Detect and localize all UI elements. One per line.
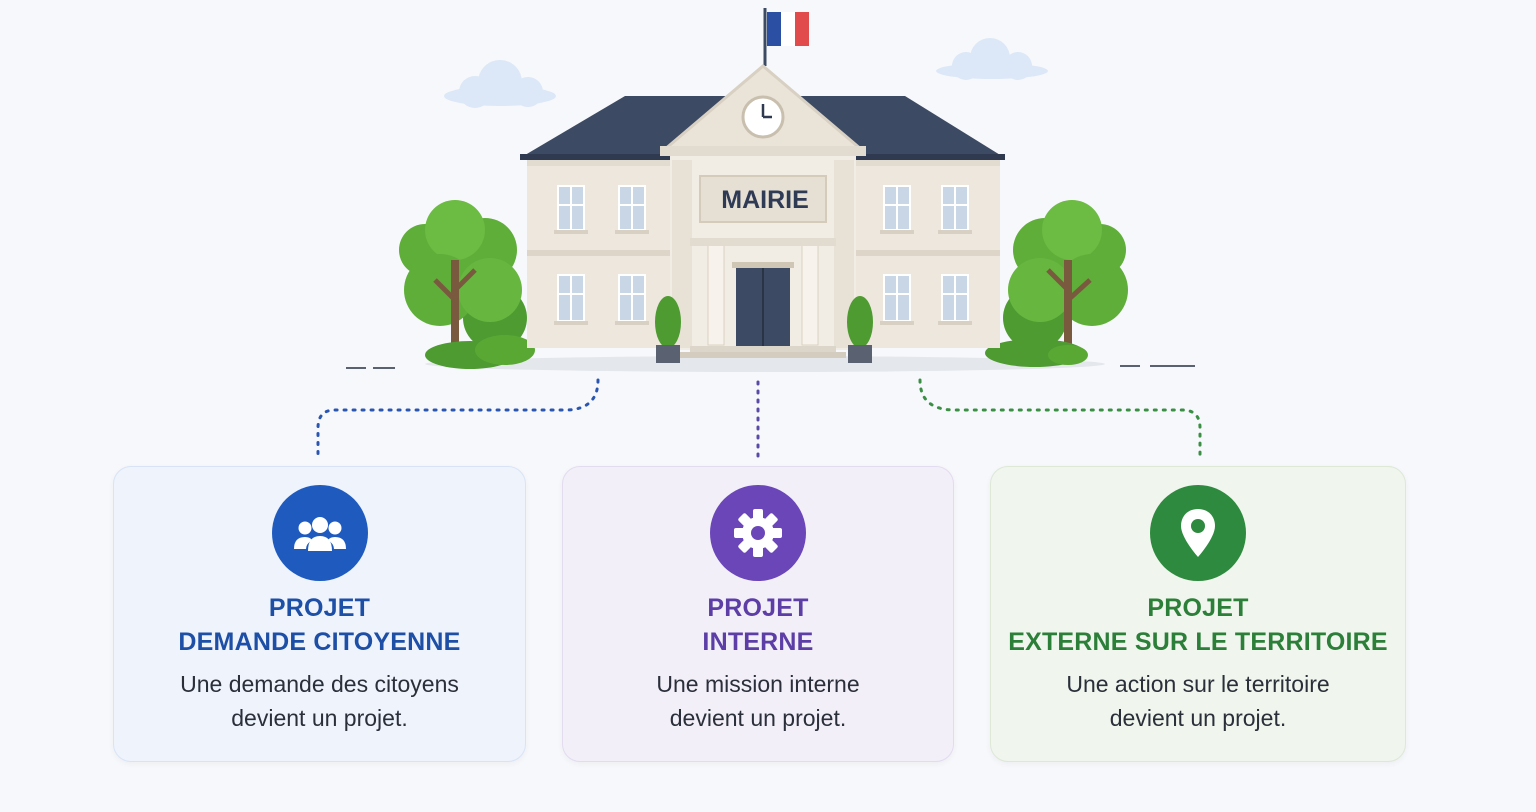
card-title: PROJET INTERNE [563, 591, 953, 659]
ground-shadow [425, 356, 1105, 372]
card-description: Une mission interne devient un projet. [563, 667, 953, 735]
people-group-icon [271, 485, 368, 581]
card-desc-line1: Une action sur le territoire [1066, 671, 1330, 697]
card-project-citizen-request: PROJET DEMANDE CITOYENNE Une demande des… [113, 466, 526, 762]
town-hall-building [520, 64, 1005, 363]
card-desc-line1: Une mission interne [656, 671, 860, 697]
card-project-internal: PROJET INTERNE Une mission interne devie… [562, 466, 954, 762]
card-description: Une demande des citoyens devient un proj… [114, 667, 525, 735]
french-flag [763, 8, 809, 66]
card-project-external-territory: PROJET EXTERNE SUR LE TERRITOIRE Une act… [990, 466, 1406, 762]
card-desc-line1: Une demande des citoyens [180, 671, 459, 697]
card-title: PROJET EXTERNE SUR LE TERRITOIRE [991, 591, 1405, 659]
ground-line [346, 365, 1195, 369]
card-description: Une action sur le territoire devient un … [991, 667, 1405, 735]
card-title: PROJET DEMANDE CITOYENNE [114, 591, 525, 659]
town-hall-sign: MAIRIE [721, 186, 809, 214]
card-title-line2: INTERNE [702, 628, 814, 656]
gear-icon [710, 485, 806, 581]
cloud-left [444, 60, 556, 108]
tree-left [399, 200, 535, 369]
card-title-line1: PROJET [268, 594, 371, 622]
connector-external [918, 378, 1202, 460]
card-desc-line2: devient un projet. [231, 705, 408, 731]
connector-citizen [316, 378, 600, 460]
cloud-right [936, 38, 1048, 80]
card-title-line2: DEMANDE CITOYENNE [178, 628, 461, 656]
card-title-line2: EXTERNE SUR LE TERRITOIRE [1008, 628, 1388, 656]
card-title-line1: PROJET [1147, 594, 1249, 622]
tree-right [985, 200, 1128, 367]
card-desc-line2: devient un projet. [1109, 705, 1287, 731]
map-pin-icon [1150, 485, 1246, 581]
card-title-line1: PROJET [707, 594, 809, 622]
card-desc-line2: devient un projet. [669, 705, 847, 731]
